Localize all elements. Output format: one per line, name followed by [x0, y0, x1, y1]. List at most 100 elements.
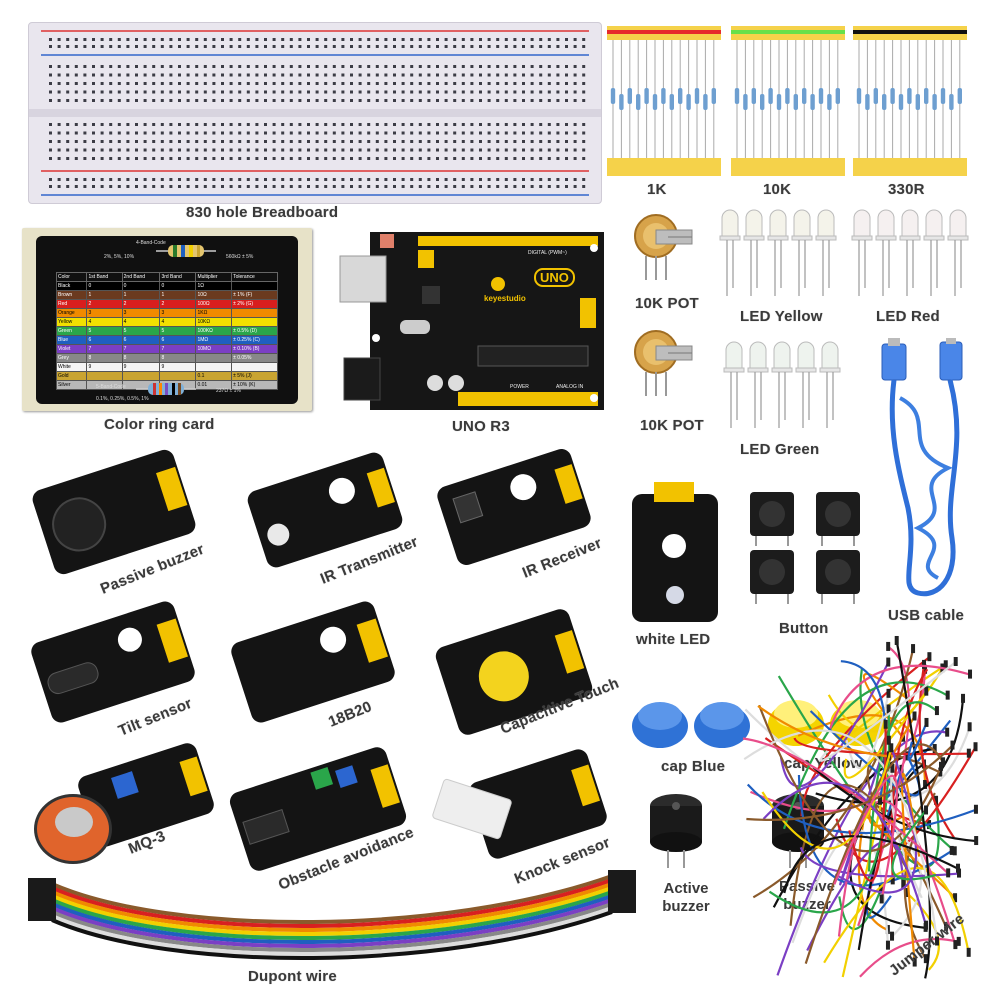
- table-cell: [231, 308, 278, 318]
- resistor-top-icon: [156, 245, 216, 257]
- table-cell: ± 10% (K): [231, 380, 278, 390]
- cap-blue-label: cap Blue: [661, 758, 726, 775]
- jumper-end: [905, 887, 910, 897]
- jumper-end: [953, 657, 958, 667]
- jumper-end: [946, 868, 951, 878]
- jumper-wire: [752, 648, 915, 899]
- led: [743, 209, 765, 296]
- mount-hole: [506, 470, 540, 504]
- jumper-end: [956, 936, 961, 946]
- table-cell: ± 5% (J): [231, 371, 278, 381]
- table-cell: 9: [121, 362, 161, 372]
- header-pins: [554, 630, 585, 674]
- led: [767, 209, 789, 296]
- ir-pair: [242, 809, 290, 845]
- dupont-strand: [51, 878, 613, 929]
- uno-digital: DIGITAL (PWM~): [528, 250, 567, 256]
- jumper-wire: [806, 839, 905, 951]
- table-cell: 10KΩ: [195, 317, 233, 327]
- jumper-wire: [783, 835, 959, 894]
- dupont-connector: [608, 906, 636, 913]
- jumper-wire: [843, 691, 928, 779]
- dupont-strand: [51, 874, 613, 925]
- jumper-end: [923, 954, 928, 964]
- pot-green: [310, 767, 334, 790]
- table-header-cell: Multiplier: [195, 272, 233, 282]
- mq3-sensor: [34, 794, 112, 864]
- led: [747, 341, 769, 428]
- table-cell: Black: [55, 281, 88, 291]
- jumper-wire: [834, 740, 918, 894]
- touch-pad: [472, 644, 536, 708]
- resistor-1k-label: 1K: [647, 181, 667, 198]
- jumper-end: [924, 686, 929, 696]
- table-cell: 10MΩ: [195, 344, 233, 354]
- jumper-end: [943, 660, 948, 670]
- buzzer-body: [45, 490, 114, 559]
- jumper-wire: [833, 774, 899, 900]
- table-header-cell: 3rd Band: [159, 272, 197, 282]
- jumper-end: [886, 641, 891, 651]
- jumper-end: [949, 845, 954, 855]
- jumper-wire: [848, 664, 947, 737]
- ir-led: [264, 520, 293, 549]
- led: [819, 341, 841, 428]
- dupont-connector: [28, 882, 56, 889]
- table-cell: [231, 362, 278, 372]
- uno-power: POWER: [510, 384, 529, 390]
- dupont-strand: [51, 910, 613, 961]
- breadboard-holes: [29, 30, 601, 196]
- pot1-label: 10K POT: [635, 295, 699, 312]
- table-cell: 2: [86, 299, 123, 309]
- tilt-sensor-label: Tilt sensor: [116, 694, 195, 740]
- table-cell: 3: [159, 308, 197, 318]
- led-red-group: [851, 209, 969, 296]
- mount-hole: [316, 623, 350, 657]
- jumper-wire: [828, 664, 971, 732]
- table-cell: [159, 371, 197, 381]
- table-cell: Blue: [55, 335, 88, 345]
- table-cell: 5: [159, 326, 197, 336]
- table-header-cell: Tolerance: [231, 272, 278, 282]
- table-header-cell: 1st Band: [86, 272, 123, 282]
- table-cell: 7: [159, 344, 197, 354]
- table-cell: 4: [159, 317, 197, 327]
- tape-bottom: [607, 158, 721, 176]
- uno-brand: keyestudio: [484, 294, 526, 303]
- dupont-connector: [608, 874, 636, 881]
- jumper-end: [923, 779, 928, 789]
- led-yellow-label: LED Yellow: [740, 308, 823, 325]
- dupont-connector: [608, 898, 636, 905]
- jumper-end: [939, 761, 944, 771]
- jumper-wire: [907, 722, 928, 761]
- table-cell: 10Ω: [195, 290, 233, 300]
- jumper-wire: [746, 783, 977, 835]
- resistor-10k-label: 10K: [763, 181, 792, 198]
- led-yellow-group: [719, 209, 837, 296]
- dupont-connector: [28, 890, 56, 897]
- dupont-connector: [28, 910, 56, 917]
- jumper-end: [890, 931, 895, 941]
- led-red-label: LED Red: [876, 308, 940, 325]
- jumper-end: [967, 722, 972, 732]
- dupont-strand: [51, 882, 613, 933]
- table-cell: 100Ω: [195, 299, 233, 309]
- knock-sensor-module: [431, 746, 610, 862]
- ds18b20-label: 18B20: [326, 698, 375, 731]
- header-pins: [156, 618, 188, 663]
- table-cell: 2: [121, 299, 161, 309]
- potentiometer-2: [634, 330, 693, 396]
- jumper-end: [894, 635, 899, 645]
- pot-blue: [335, 765, 358, 788]
- resistor-bottom-icon: [136, 383, 196, 395]
- resistor-strip: [853, 26, 967, 176]
- dupont-strand: [51, 890, 613, 941]
- breadboard-label: 830 hole Breadboard: [186, 204, 339, 221]
- header-pins: [156, 466, 188, 512]
- header-pins: [571, 764, 601, 807]
- table-cell: 3: [121, 308, 161, 318]
- header-pins: [554, 464, 583, 504]
- obstacle-avoidance-module: [227, 744, 409, 874]
- table-cell: 9: [159, 362, 197, 372]
